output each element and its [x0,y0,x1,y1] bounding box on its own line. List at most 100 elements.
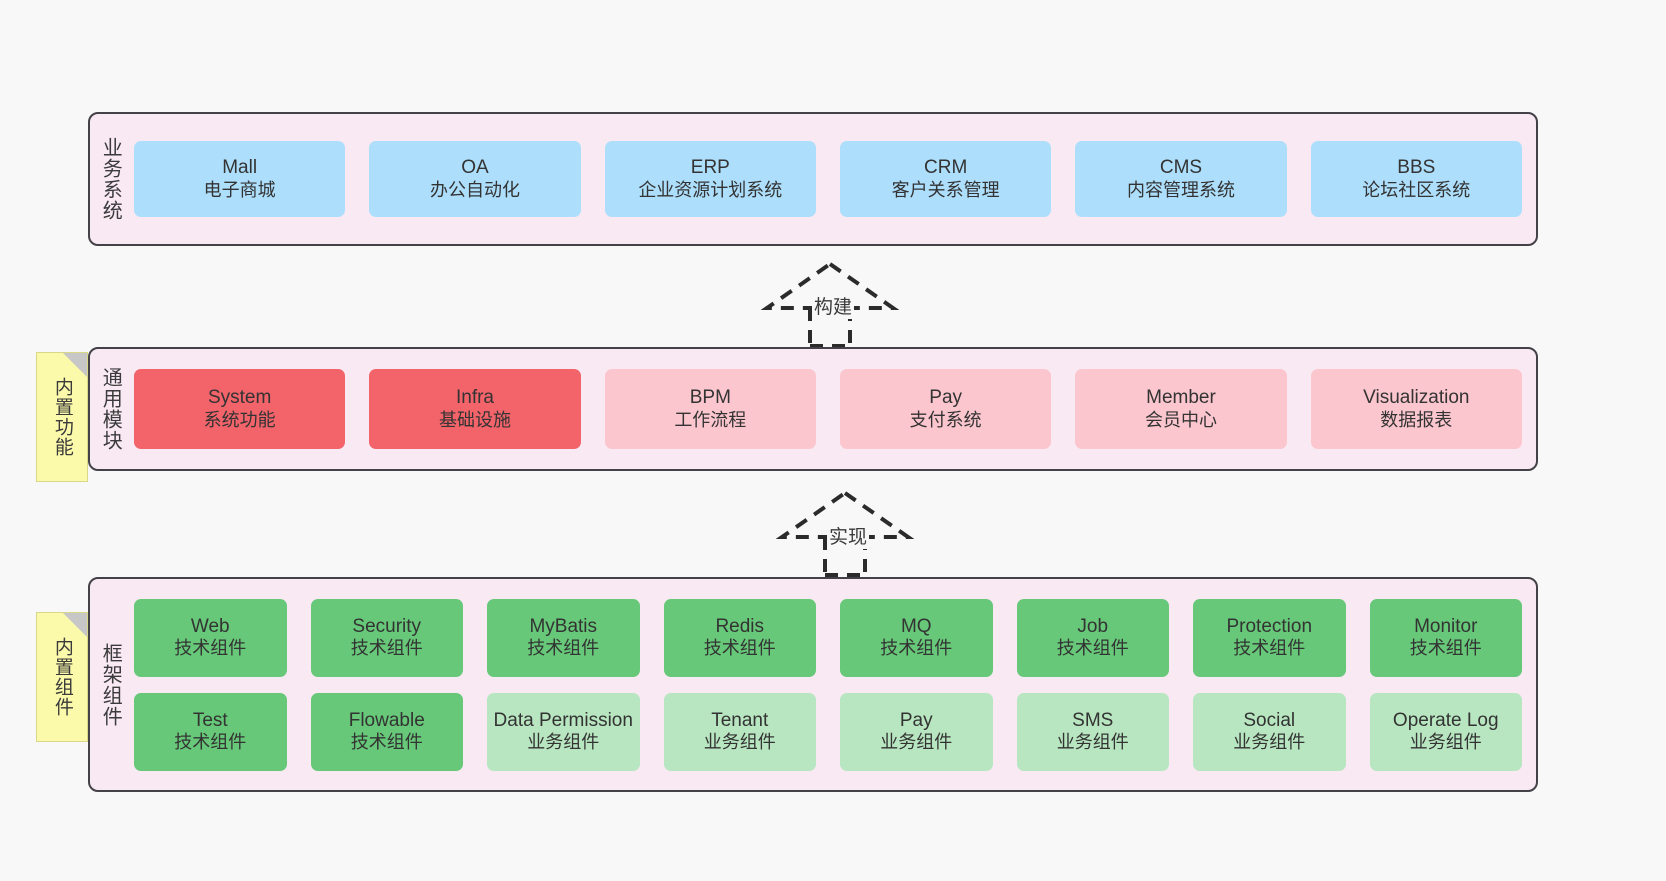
framework-card-redis[interactable]: Redis 技术组件 [663,598,816,677]
framework-card-security[interactable]: Security 技术组件 [310,598,463,677]
card-title: BPM [689,387,731,409]
card-subtitle: 数据报表 [1380,409,1453,430]
framework-card-operate-log[interactable]: Operate Log 业务组件 [1369,692,1522,771]
common-card-bpm[interactable]: BPM 工作流程 [604,369,816,449]
framework-card-row-biz: Test 技术组件 Flowable 技术组件 Data Permission … [134,692,1522,771]
layer-panel-framework-component: 框架组件 Web 技术组件 Security 技术组件 MyBatis 技术组件… [88,577,1538,792]
card-subtitle: 业务组件 [880,732,953,753]
card-title: OA [461,157,489,179]
layer-title-framework-component: 框架组件 [99,642,122,727]
note-label: 内置组件 [51,637,73,717]
card-title: Redis [715,615,765,637]
card-title: Tenant [711,709,769,731]
card-subtitle: 业务组件 [1409,732,1482,753]
card-subtitle: 技术组件 [174,732,247,753]
card-title: Visualization [1363,387,1470,409]
framework-card-protection[interactable]: Protection 技术组件 [1193,598,1346,677]
card-title: Job [1077,615,1109,637]
framework-card-mybatis[interactable]: MyBatis 技术组件 [487,598,640,677]
card-subtitle: 业务组件 [1056,732,1129,753]
card-title: Member [1146,387,1216,409]
card-subtitle: 业务组件 [703,732,776,753]
layer-panel-common-module: 通用模块 System 系统功能 Infra 基础设施 BPM 工作流程 Pay… [88,347,1538,471]
card-subtitle: 客户关系管理 [891,179,1000,200]
framework-card-monitor[interactable]: Monitor 技术组件 [1369,598,1522,677]
business-card-crm[interactable]: CRM 客户关系管理 [839,141,1052,217]
common-card-pay[interactable]: Pay 支付系统 [839,369,1052,449]
framework-card-flowable[interactable]: Flowable 技术组件 [310,692,463,771]
card-title: Mall [222,157,258,179]
layer-title-business-system: 业务系统 [99,137,122,221]
card-subtitle: 技术组件 [1409,638,1482,659]
card-subtitle: 系统功能 [203,409,276,430]
card-title: Security [352,615,422,637]
card-subtitle: 技术组件 [527,638,600,659]
framework-card-sms[interactable]: SMS 业务组件 [1016,692,1169,771]
card-subtitle: 论坛社区系统 [1362,179,1471,200]
layer-panel-business-system: 业务系统 Mall 电子商城 OA 办公自动化 ERP 企业资源计划系统 CRM… [88,112,1538,246]
card-title: Data Permission [493,709,633,731]
framework-card-mq[interactable]: MQ 技术组件 [840,598,993,677]
note-fold-corner-icon [63,353,87,377]
card-title: CRM [924,157,968,179]
layer-title-common-module: 通用模块 [99,367,122,451]
business-card-mall[interactable]: Mall 电子商城 [134,141,346,217]
business-card-erp[interactable]: ERP 企业资源计划系统 [604,141,816,217]
card-title: Operate Log [1392,709,1499,731]
card-subtitle: 办公自动化 [429,179,520,200]
card-title: BBS [1397,157,1436,179]
framework-cards-area: Web 技术组件 Security 技术组件 MyBatis 技术组件 Redi… [130,579,1536,790]
common-card-visualization[interactable]: Visualization 数据报表 [1310,369,1522,449]
card-subtitle: 工作流程 [674,409,747,430]
card-subtitle: 电子商城 [203,179,276,200]
connector-implement-label: 实现 [827,522,870,549]
card-title: Flowable [348,709,425,731]
note-label: 内置功能 [51,377,73,457]
business-card-oa[interactable]: OA 办公自动化 [369,141,581,217]
framework-card-test[interactable]: Test 技术组件 [134,692,287,771]
business-card-cms[interactable]: CMS 内容管理系统 [1075,141,1287,217]
card-title: Pay [929,387,963,409]
card-subtitle: 企业资源计划系统 [638,179,783,200]
framework-card-pay[interactable]: Pay 业务组件 [840,692,993,771]
framework-card-social[interactable]: Social 业务组件 [1193,692,1346,771]
framework-card-web[interactable]: Web 技术组件 [134,598,287,677]
framework-card-tenant[interactable]: Tenant 业务组件 [663,692,816,771]
card-title: Monitor [1414,615,1478,637]
card-title: Pay [899,709,933,731]
card-title: Infra [455,387,494,409]
card-subtitle: 基础设施 [438,409,511,430]
common-card-row: System 系统功能 Infra 基础设施 BPM 工作流程 Pay 支付系统… [134,369,1522,449]
card-subtitle: 支付系统 [909,409,982,430]
note-fold-corner-icon [63,613,87,637]
card-subtitle: 技术组件 [703,638,776,659]
card-subtitle: 会员中心 [1144,409,1217,430]
framework-card-job[interactable]: Job 技术组件 [1016,598,1169,677]
card-title: ERP [690,157,730,179]
card-title: Web [190,615,230,637]
note-builtin-function: 内置功能 [36,352,88,482]
business-cards-area: Mall 电子商城 OA 办公自动化 ERP 企业资源计划系统 CRM 客户关系… [130,114,1536,244]
business-card-bbs[interactable]: BBS 论坛社区系统 [1310,141,1522,217]
connector-build-label: 构建 [812,292,855,319]
card-title: Protection [1226,615,1313,637]
card-subtitle: 技术组件 [1056,638,1129,659]
card-title: Test [192,709,228,731]
card-subtitle: 技术组件 [880,638,953,659]
card-title: SMS [1072,709,1114,731]
business-card-row: Mall 电子商城 OA 办公自动化 ERP 企业资源计划系统 CRM 客户关系… [134,141,1522,217]
card-subtitle: 内容管理系统 [1126,179,1235,200]
card-title: System [207,387,272,409]
card-subtitle: 业务组件 [527,732,600,753]
framework-card-data-permission[interactable]: Data Permission 业务组件 [487,692,640,771]
card-subtitle: 技术组件 [350,732,423,753]
card-subtitle: 业务组件 [1233,732,1306,753]
card-subtitle: 技术组件 [1233,638,1306,659]
common-card-infra[interactable]: Infra 基础设施 [369,369,581,449]
common-card-member[interactable]: Member 会员中心 [1075,369,1287,449]
card-title: Social [1243,709,1296,731]
common-card-system[interactable]: System 系统功能 [134,369,346,449]
framework-card-row-tech: Web 技术组件 Security 技术组件 MyBatis 技术组件 Redi… [134,598,1522,677]
common-cards-area: System 系统功能 Infra 基础设施 BPM 工作流程 Pay 支付系统… [130,349,1536,469]
